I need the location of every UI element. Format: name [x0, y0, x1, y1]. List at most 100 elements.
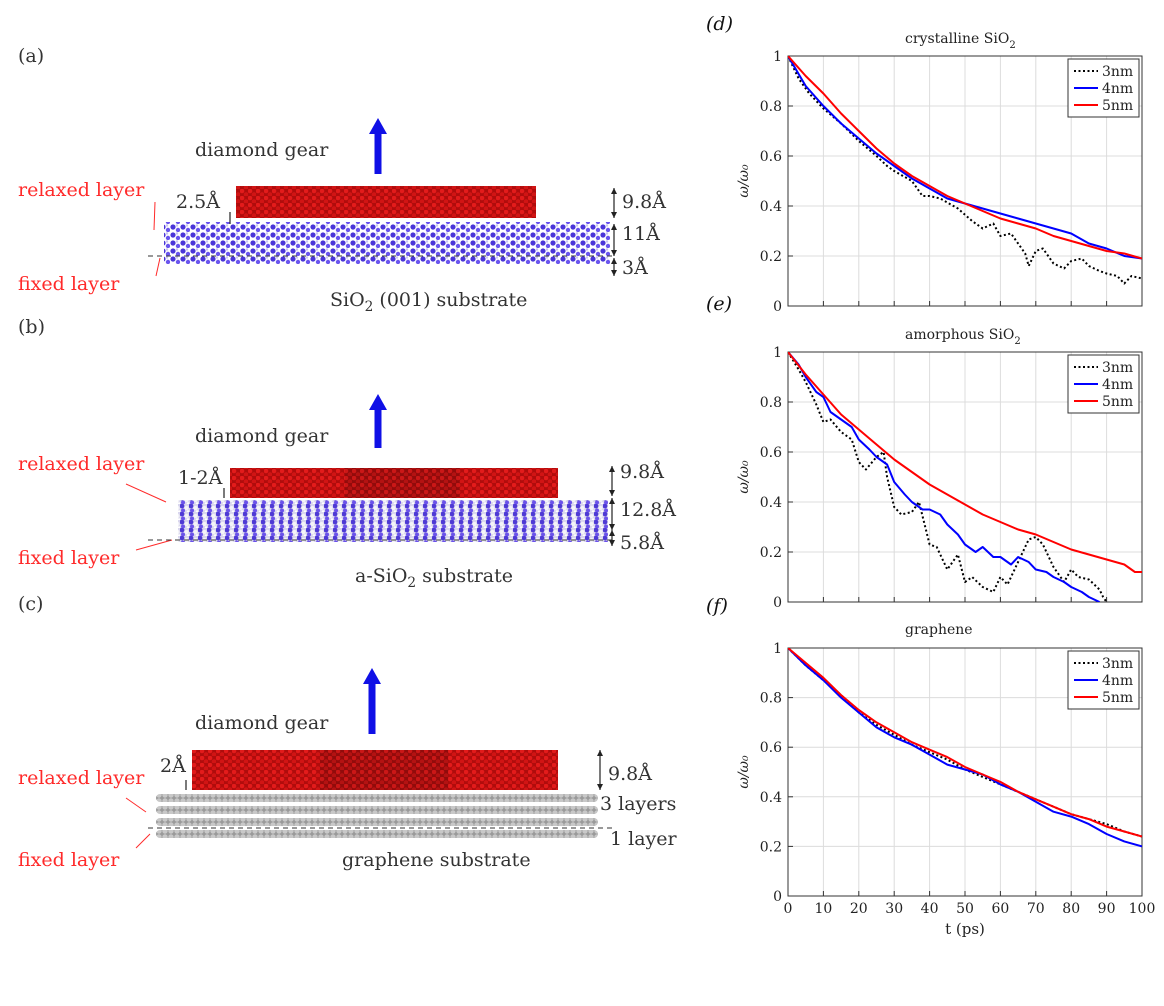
substrate-label-rest: substrate	[416, 565, 513, 587]
substrate-label-rest: (001) substrate	[373, 289, 527, 311]
pull-arrow-head	[369, 118, 387, 134]
substrate-label: SiO2 (001) substrate	[330, 289, 527, 315]
label-leader	[125, 483, 167, 503]
dim-arrow-top	[609, 466, 615, 472]
graphene-layer-1	[156, 794, 598, 802]
substrate-label-main: SiO	[330, 289, 365, 311]
chart-tag: (e)	[706, 293, 732, 315]
fixed-layer-label: fixed layer	[18, 547, 120, 569]
chart-tag: (d)	[706, 13, 733, 35]
pull-arrow-head	[363, 668, 381, 684]
legend-entry: 4nm	[1102, 673, 1133, 689]
y-axis-label: ω/ω₀	[736, 164, 752, 198]
x-tick-label: 20	[850, 901, 868, 917]
chart-title: amorphous SiO2	[905, 327, 1021, 347]
dim-arrow-bot	[609, 540, 615, 546]
panel-tag: (a)	[18, 45, 44, 67]
substrate-label-main: a-SiO	[355, 565, 407, 587]
chart-title-main: amorphous SiO	[905, 327, 1014, 343]
legend-entry: 4nm	[1102, 377, 1133, 393]
panel-tag: (b)	[18, 316, 45, 338]
substrate-block	[178, 500, 608, 542]
diamond-gear-label: diamond gear	[195, 712, 329, 734]
label-leader	[135, 833, 151, 849]
dim-arrow-bot	[611, 270, 617, 276]
dim-label: 3 layers	[600, 793, 676, 815]
series-line-5nm	[788, 352, 1142, 573]
y-tick-label: 0.4	[760, 495, 782, 511]
label-leader	[155, 257, 161, 277]
series-line-4nm	[788, 352, 1100, 602]
chart-e: (e)amorphous SiO200.20.40.60.81ω/ω₀3nm4n…	[706, 293, 1143, 611]
fixed-layer-label: fixed layer	[18, 849, 120, 871]
dim-label: 3Å	[622, 257, 648, 279]
dim-arrow-top	[597, 750, 603, 756]
x-tick-label: 50	[956, 901, 974, 917]
series-line-3nm	[788, 352, 1108, 602]
series-line-5nm	[788, 648, 1142, 838]
graphene-layer-2	[156, 806, 598, 814]
dim-label: 9.8Å	[622, 191, 666, 213]
dim-label: 5.8Å	[620, 532, 664, 554]
diamond-gear-block	[236, 186, 536, 218]
chart-tag: (f)	[706, 595, 728, 617]
y-axis-label: ω/ω₀	[736, 755, 752, 789]
panel-tag: (c)	[18, 593, 43, 615]
chart-title-main: graphene	[905, 622, 973, 638]
chart-title-main: crystalline SiO	[905, 31, 1009, 47]
diamond-gear-shade	[344, 468, 460, 498]
graphene-layer-3	[156, 818, 598, 826]
y-tick-label: 0.6	[760, 445, 782, 461]
chart-title-sub: 2	[1009, 40, 1015, 51]
substrate-label-sub: 2	[407, 575, 416, 591]
gap-label: 2.5Å	[176, 191, 220, 213]
y-tick-label: 1	[773, 49, 782, 65]
legend-entry: 3nm	[1102, 656, 1133, 672]
y-tick-label: 0.8	[760, 395, 782, 411]
y-tick-label: 0.6	[760, 149, 782, 165]
y-tick-label: 0.4	[760, 790, 782, 806]
dim-arrow-bot	[611, 212, 617, 218]
substrate-label: graphene substrate	[342, 849, 531, 871]
x-tick-label: 40	[921, 901, 939, 917]
gap-label: 1-2Å	[178, 467, 223, 489]
y-axis-label: ω/ω₀	[736, 460, 752, 494]
dim-arrow-top	[609, 530, 615, 536]
dim-label: 1 layer	[610, 828, 678, 850]
x-tick-label: 10	[814, 901, 832, 917]
relaxed-layer-label: relaxed layer	[18, 767, 145, 789]
dim-arrow-bot	[597, 784, 603, 790]
legend-entry: 5nm	[1102, 690, 1133, 706]
y-tick-label: 1	[773, 641, 782, 657]
chart-title: crystalline SiO2	[905, 31, 1016, 51]
chart-title: graphene	[905, 622, 973, 638]
y-tick-label: 1	[773, 345, 782, 361]
label-leader	[135, 539, 173, 551]
label-leader	[153, 201, 156, 231]
graphene-layer-4	[156, 830, 598, 838]
series-line-5nm	[788, 56, 1142, 260]
dim-arrow-bot	[609, 524, 615, 530]
x-tick-label: 80	[1062, 901, 1080, 917]
y-tick-label: 0.8	[760, 691, 782, 707]
legend-entry: 4nm	[1102, 81, 1133, 97]
relaxed-layer-label: relaxed layer	[18, 179, 145, 201]
chart-title-sub: 2	[1014, 336, 1020, 347]
legend-entry: 3nm	[1102, 64, 1133, 80]
y-tick-label: 0	[773, 889, 782, 905]
dim-arrow-top	[611, 224, 617, 230]
dim-arrow-bot	[611, 250, 617, 256]
y-tick-label: 0.2	[760, 839, 782, 855]
y-tick-label: 0	[773, 595, 782, 611]
x-tick-label: 30	[885, 901, 903, 917]
substrate-label-main: graphene substrate	[342, 849, 531, 871]
diamond-gear-label: diamond gear	[195, 139, 329, 161]
dim-label: 9.8Å	[620, 461, 664, 483]
x-tick-label: 90	[1098, 901, 1116, 917]
x-axis-label: t (ps)	[945, 920, 985, 938]
